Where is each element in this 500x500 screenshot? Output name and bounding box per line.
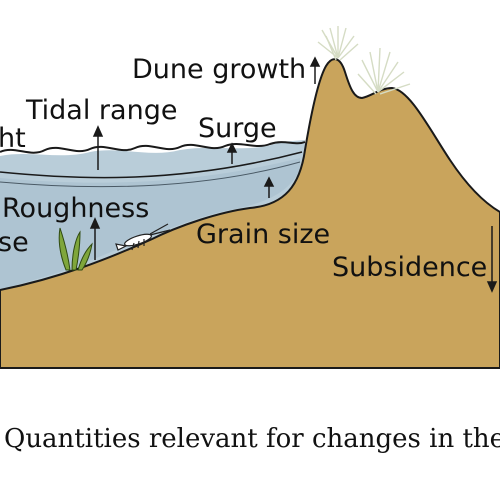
- tidal-range-arrow: [92, 125, 104, 170]
- tidal-range-label: Tidal range: [25, 95, 177, 126]
- surge-arrow: [226, 142, 238, 164]
- low-water-line: [0, 161, 301, 188]
- shrimp-icon: [115, 223, 171, 251]
- water-surface-line: [0, 141, 306, 154]
- grain-size-label: Grain size: [196, 219, 330, 250]
- subsidence-arrow: [486, 226, 498, 293]
- dune-grass-icon: [317, 26, 411, 95]
- dune-growth-arrow: [309, 56, 321, 84]
- figure-caption: Quantities relevant for changes in the s…: [4, 424, 500, 454]
- grain-size-arrow: [263, 176, 275, 198]
- sand-body: [0, 58, 500, 369]
- dune-growth-label: Dune growth: [132, 54, 306, 85]
- mean-water-line: [0, 151, 303, 179]
- seagrass-icon: [58, 227, 93, 271]
- surge-label: Surge: [198, 113, 277, 144]
- roughness-arrow: [89, 217, 101, 260]
- height-label-fragment: ht: [0, 123, 26, 154]
- roughness-label: Roughness: [2, 193, 149, 224]
- subsidence-label: Subsidence: [332, 252, 487, 283]
- rise-label-fragment: se: [0, 227, 29, 258]
